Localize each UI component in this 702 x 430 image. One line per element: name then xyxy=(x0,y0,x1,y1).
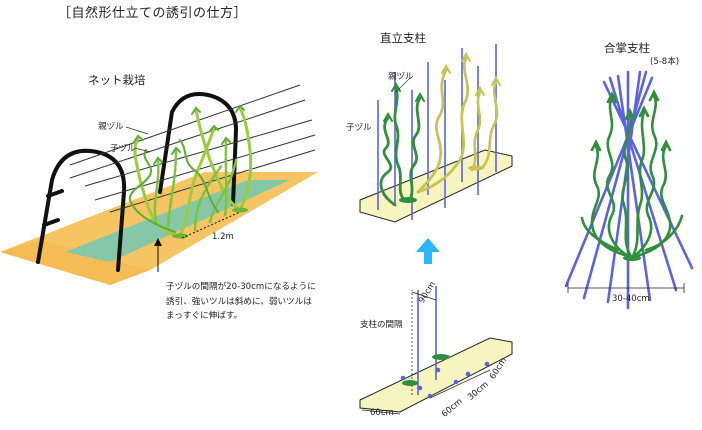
upright-oya-leader xyxy=(395,77,411,93)
net-cultivation-illustration xyxy=(0,84,318,285)
pointer-arrow xyxy=(154,238,162,246)
upright-vines xyxy=(379,51,501,207)
spacing-dimension-lines xyxy=(361,369,491,415)
net-wires xyxy=(69,84,316,213)
teepee-poles xyxy=(564,70,694,310)
upright-oya-label: 親ヅル xyxy=(388,72,414,82)
net-vines xyxy=(128,104,253,239)
net-oya-label: 親ヅル xyxy=(98,122,124,132)
transition-arrow xyxy=(416,238,440,264)
teepee-count: (5-8本) xyxy=(650,57,680,67)
field-bed-front xyxy=(0,240,150,285)
upright-poles-illustration xyxy=(359,44,513,415)
net-note: 子ヅルの間隔が20-30cmになるように誘引、強いツルは斜めに、弱いツルはまっす… xyxy=(166,282,316,322)
upright-spacing-heading: 支柱の間隔 xyxy=(360,320,403,330)
ko-leader xyxy=(134,147,151,153)
dim-60cm-bottom: 60cm xyxy=(370,408,394,418)
upright-ko-label: 子ヅル xyxy=(346,123,372,133)
plant-hole-markers xyxy=(402,354,450,386)
spacing-dimension xyxy=(157,211,241,272)
net-ko-label: 子ヅル xyxy=(110,144,136,154)
upright-tray xyxy=(359,149,513,223)
teepee-width-dimension xyxy=(567,283,685,293)
teepee-width-label: 30-40cm xyxy=(612,294,650,304)
net-spacing-label: 1.2m xyxy=(212,232,234,242)
spacing-poles xyxy=(417,286,437,395)
pole-90-leader xyxy=(411,291,437,301)
teepee-illustration xyxy=(564,70,694,310)
teepee-root xyxy=(623,255,641,261)
net-heading: ネット栽培 xyxy=(88,73,146,87)
pole-positions xyxy=(400,361,490,399)
net-hoops xyxy=(36,92,239,272)
oya-leader xyxy=(125,126,149,135)
teepee-heading: 合掌支柱 xyxy=(604,41,650,55)
page-title: ［自然形仕立ての誘引の仕方］ xyxy=(58,6,248,21)
upright-heading: 直立支柱 xyxy=(380,31,426,45)
teepee-vines xyxy=(580,89,684,260)
